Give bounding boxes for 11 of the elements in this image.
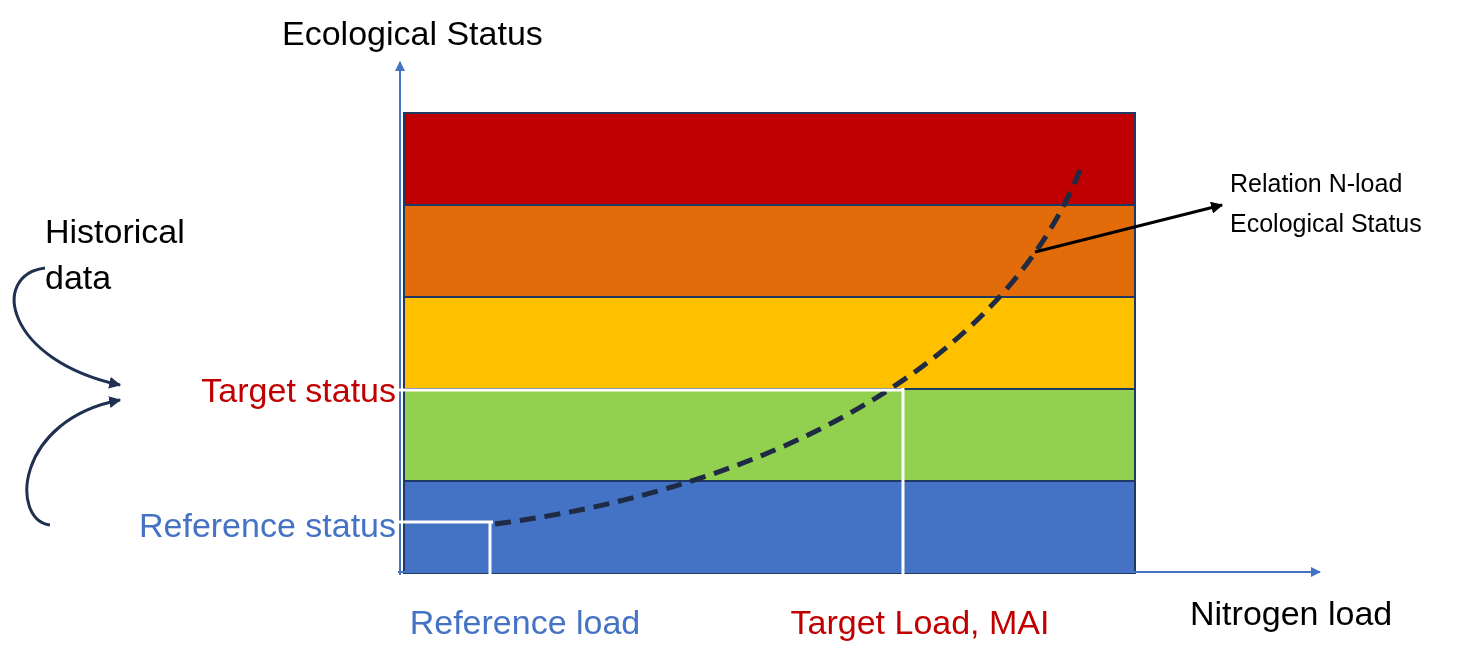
axis-title: Ecological Status (282, 13, 543, 54)
curved-arrow (25, 397, 122, 527)
curved-arrow (12, 266, 122, 388)
node-label: Reference load (408, 602, 642, 642)
node-label: Historical data (45, 211, 186, 298)
node-label: Relation N-load Ecological Status (1230, 168, 1423, 239)
node-label: Reference status (137, 505, 396, 546)
leader-arrow (1034, 201, 1224, 254)
axis-title: Nitrogen load (1190, 593, 1393, 634)
node-label: Target Load, MAI (789, 602, 1051, 642)
node-label: Target status (200, 370, 396, 411)
